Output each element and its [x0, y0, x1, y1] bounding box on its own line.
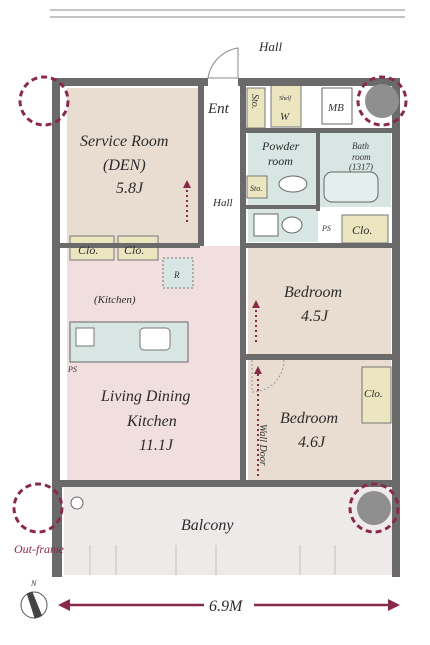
bath-room-line1: Bath	[352, 141, 369, 151]
out-frame-label: Out-frame	[14, 542, 65, 556]
bedroom-1-name: Bedroom	[284, 284, 342, 301]
bath-room-line3: (1317)	[349, 162, 373, 172]
ldk-size: 11.1J	[139, 437, 174, 454]
refrigerator-box	[162, 257, 194, 289]
north-label: N	[30, 579, 37, 588]
service-room-sub: (DEN)	[103, 157, 146, 174]
closet-bath-label: Clo.	[352, 223, 372, 237]
powder-room-line2: room	[268, 154, 293, 168]
closet-bath-box	[341, 214, 389, 244]
out-frame-circle-tr	[356, 75, 408, 127]
kitchen-label: (Kitchen)	[94, 294, 136, 306]
ps-top-label: PS	[321, 224, 331, 233]
hall-inner-label: Hall	[212, 197, 233, 209]
storage-top-label: Sto.	[249, 94, 260, 109]
entrance-label: Ent	[207, 101, 230, 117]
powder-room-line1: Powder	[261, 139, 300, 153]
out-frame-circle-tl	[18, 75, 70, 127]
corridor-lines	[50, 9, 405, 18]
closet-bed-label: Clo.	[364, 388, 383, 400]
storage-small-label: Sto.	[250, 184, 262, 193]
mb-label: MB	[327, 102, 344, 114]
ldk-line2: Kitchen	[126, 413, 177, 430]
stove-burner	[75, 327, 95, 347]
width-dimension: 6.9M	[58, 594, 400, 616]
balcony-drain	[70, 496, 84, 510]
dimension-arrow-left	[58, 599, 70, 611]
column-br	[357, 491, 391, 525]
service-room-area	[67, 88, 198, 246]
closet-1-label: Clo.	[78, 243, 98, 257]
hall-top-label: Hall	[258, 39, 283, 54]
r-mark-label: R	[173, 270, 180, 280]
storage-small-box	[246, 175, 268, 199]
closet-bed-box	[361, 366, 392, 424]
balcony-area	[64, 487, 394, 575]
shelf-label: Shelf	[279, 95, 292, 102]
ps-kitchen-label: PS	[67, 365, 77, 374]
wall-door-label: Wall Door	[257, 424, 268, 466]
bath-room-line2: room	[352, 152, 371, 162]
kitchen-sink	[139, 327, 171, 351]
bedroom-2-size: 4.6J	[298, 434, 326, 451]
balcony-label: Balcony	[181, 517, 234, 534]
width-dim-label: 6.9M	[209, 598, 244, 615]
shelf-w-label: W	[280, 111, 290, 123]
toilet	[281, 216, 303, 234]
service-room-size: 5.8J	[116, 180, 144, 197]
out-frame-circle-br	[348, 482, 400, 534]
bedroom-1-area	[248, 248, 391, 354]
closet-2-label: Clo.	[124, 243, 144, 257]
out-frame-circles	[12, 75, 408, 534]
balcony-drain-lines	[89, 545, 336, 575]
arrow-heads	[183, 180, 262, 374]
compass-ring	[20, 591, 48, 619]
ldk-area	[67, 246, 243, 482]
ldk-line1: Living Dining	[100, 388, 190, 405]
mb-box	[321, 87, 353, 125]
entrance-door	[207, 47, 239, 79]
bedroom-1-size: 4.5J	[301, 308, 329, 325]
compass-needle	[26, 591, 43, 619]
column-tr	[365, 84, 399, 118]
dimension-label-bg	[204, 594, 254, 616]
powder-sink	[278, 175, 308, 193]
dimension-arrow-right	[388, 599, 400, 611]
bathtub	[323, 171, 379, 203]
out-frame-circle-bl	[12, 482, 64, 534]
bedroom-2-door	[251, 359, 285, 393]
access-arrows	[186, 186, 259, 476]
compass: N	[20, 579, 48, 619]
washing-machine	[253, 213, 279, 237]
service-room-name: Service Room	[80, 133, 168, 150]
shelf-closet	[270, 84, 302, 128]
walls	[52, 78, 400, 577]
bedroom-2-name: Bedroom	[280, 410, 338, 427]
